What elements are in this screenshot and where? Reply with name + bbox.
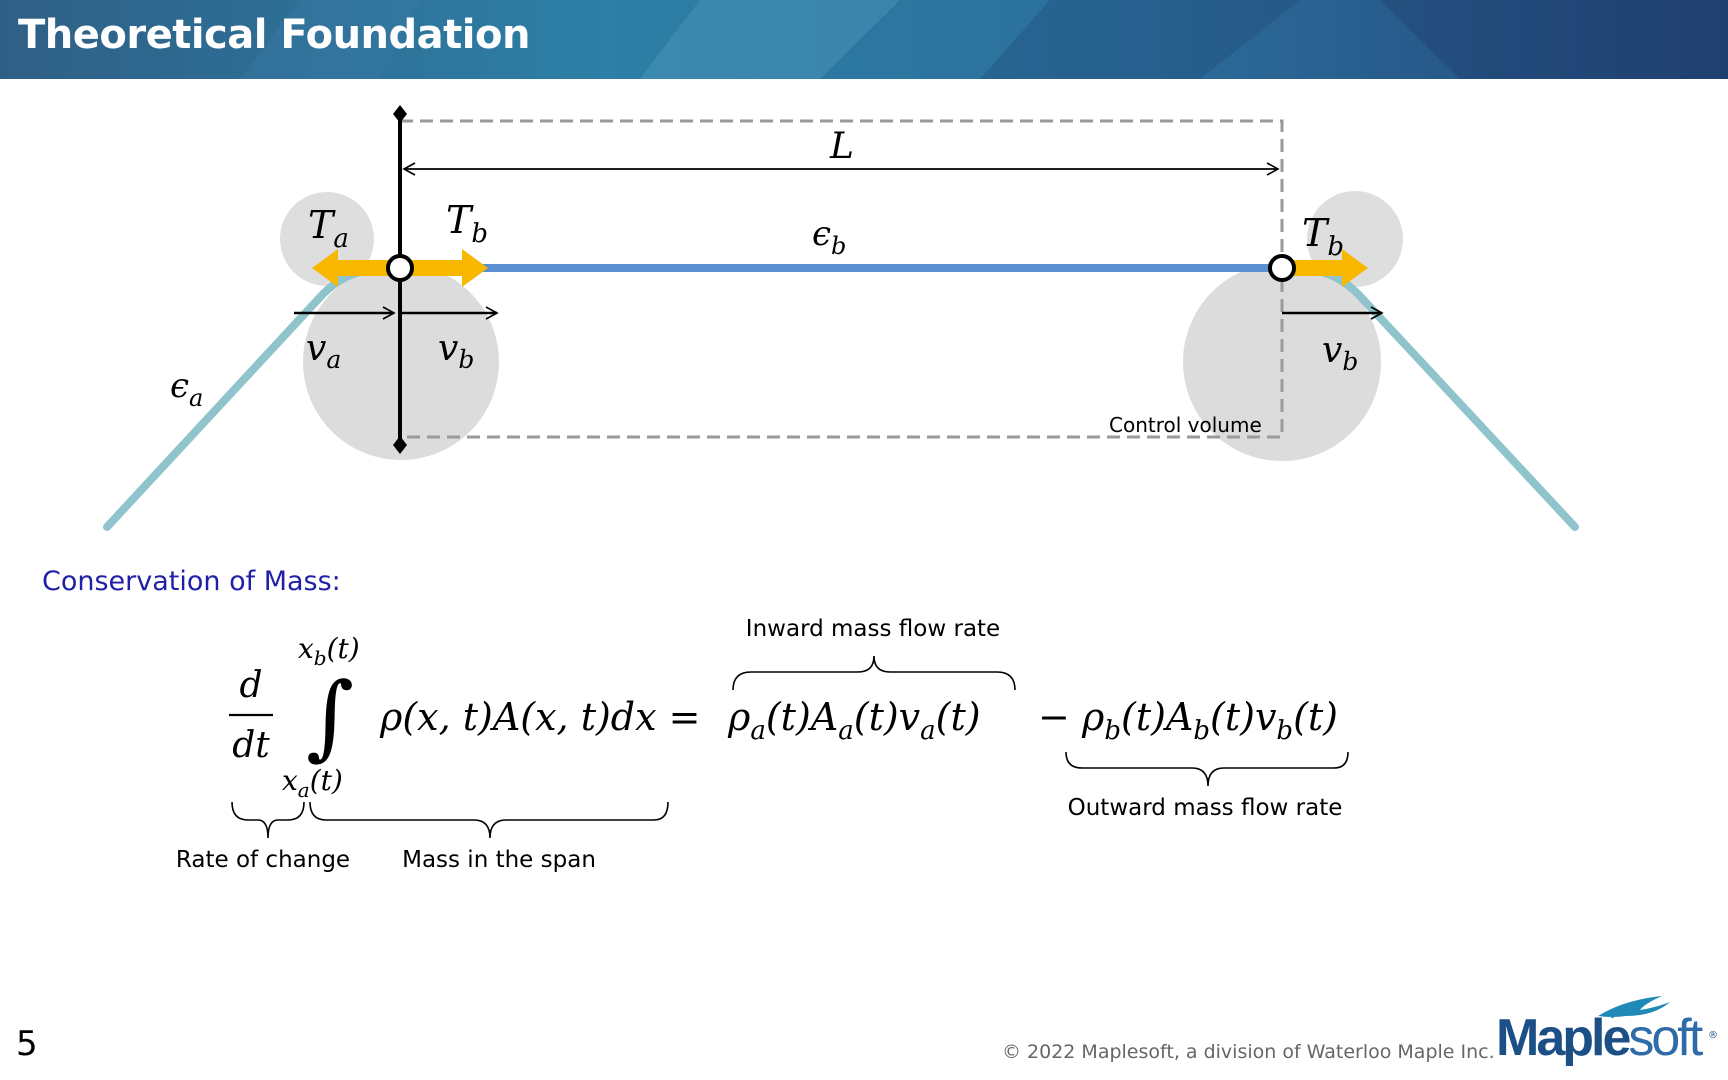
mass-brace <box>309 801 669 839</box>
web-span-diagram: L Ta Tb Tb ϵb ϵa va vb vb Control volume <box>103 105 1579 531</box>
inward-brace <box>732 655 1016 691</box>
tension-b-arrow-right <box>1282 249 1368 287</box>
outflow-term: ρb(t)Ab(t)vb(t) <box>1081 695 1338 746</box>
inward-flow-annotation: Inward mass flow rate <box>746 616 1000 642</box>
tension-a-arrow <box>312 249 400 287</box>
copyright-notice: © 2022 Maplesoft, a division of Waterloo… <box>1002 1041 1495 1063</box>
strain-b-label: ϵb <box>812 214 846 260</box>
tension-b-label-right: Tb <box>1302 211 1344 262</box>
outward-flow-annotation: Outward mass flow rate <box>1068 795 1343 821</box>
velocity-b-label-right: vb <box>1322 330 1358 376</box>
tension-a-label: Ta <box>308 203 349 254</box>
fraction-denominator: dt <box>232 725 270 766</box>
integrand: ρ(x, t)A(x, t)dx = <box>379 695 700 739</box>
maple-leaf-icon <box>1598 996 1670 1019</box>
title-bar: Theoretical Foundation <box>0 0 1728 79</box>
outward-brace <box>1065 751 1349 787</box>
rate-brace <box>231 801 305 839</box>
velocity-b-label-left: vb <box>438 328 474 374</box>
fraction-numerator: d <box>239 665 262 706</box>
slide-title: Theoretical Foundation <box>18 12 530 58</box>
conservation-heading: Conservation of Mass: <box>42 566 341 597</box>
minus-sign: − <box>1038 695 1070 739</box>
length-label: L <box>829 126 854 167</box>
rate-of-change-annotation: Rate of change <box>176 847 350 873</box>
contact-point-b <box>1268 254 1296 282</box>
mass-in-span-annotation: Mass in the span <box>402 847 596 873</box>
mass-conservation-equation: d dt xb(t) xa(t) ∫ ρ(x, t)A(x, t)dx = ρa… <box>176 616 1349 873</box>
integral-sign: ∫ <box>306 663 354 770</box>
control-volume-label: Control volume <box>1109 413 1262 437</box>
slide-number: 5 <box>16 1024 38 1064</box>
logo-trademark: ® <box>1708 1030 1718 1041</box>
boundary-top-cap <box>393 105 407 123</box>
header-decoration <box>240 0 1728 79</box>
integral-upper-limit: xb(t) <box>298 632 360 670</box>
boundary-bottom-cap <box>393 436 407 454</box>
integral-lower-limit: xa(t) <box>282 764 343 802</box>
inflow-term: ρa(t)Aa(t)va(t) <box>727 695 981 746</box>
maplesoft-logo: Maplesoft ® <box>1494 994 1718 1074</box>
logo-wordmark: Maplesoft <box>1496 1009 1703 1067</box>
tension-b-arrow-left <box>400 249 488 287</box>
contact-point-a <box>386 254 414 282</box>
velocity-a-label: va <box>306 328 341 374</box>
strain-a-label: ϵa <box>170 366 203 412</box>
tension-b-label-left: Tb <box>446 198 488 249</box>
